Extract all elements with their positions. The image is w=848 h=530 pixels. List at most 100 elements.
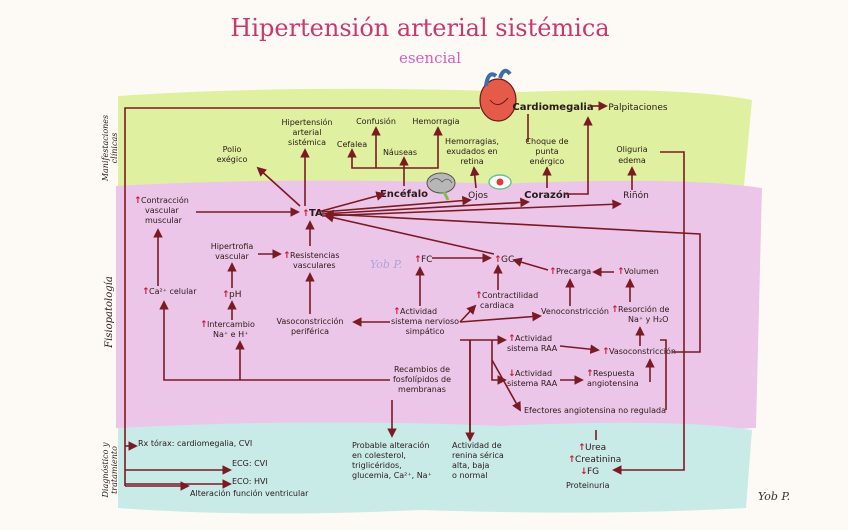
svg-text:↑: ↑ xyxy=(602,347,610,357)
svg-text:Actividad: Actividad xyxy=(400,307,437,316)
svg-text:↑: ↑ xyxy=(578,443,586,453)
eye-icon xyxy=(488,174,512,190)
node-hipertrofia: Hipertrofia vascular xyxy=(211,242,254,261)
node-ph: ↑ pH xyxy=(222,290,241,300)
node-vasoconstriccion: ↑ Vasoconstricción xyxy=(602,346,676,357)
node-respuesta: ↑ Respuesta angiotensina xyxy=(586,369,639,388)
node-efectores: Efectores angiotensina no regulada xyxy=(524,406,666,415)
node-polio: Polio exégico xyxy=(217,145,248,164)
svg-text:↓: ↓ xyxy=(508,369,516,379)
svg-text:↑: ↑ xyxy=(586,369,594,379)
svg-text:↑: ↑ xyxy=(508,334,516,344)
svg-text:↑: ↑ xyxy=(414,255,422,265)
node-ecg: ECG: CVI xyxy=(232,459,268,468)
svg-text:Hipertensión: Hipertensión xyxy=(281,117,332,127)
svg-text:↑: ↑ xyxy=(134,196,142,206)
svg-text:punta: punta xyxy=(535,147,558,156)
node-alteracion: Alteración función ventricular xyxy=(190,488,309,498)
svg-text:sistema nervioso: sistema nervioso xyxy=(391,317,459,326)
svg-text:Precarga: Precarga xyxy=(556,267,591,276)
node-fc: ↑ FC xyxy=(414,255,432,265)
svg-text:Intercambio: Intercambio xyxy=(207,320,255,329)
svg-text:fosfolípidos de: fosfolípidos de xyxy=(393,375,451,384)
svg-text:Contracción: Contracción xyxy=(141,195,189,205)
svg-text:↑: ↑ xyxy=(617,267,625,277)
svg-text:exégico: exégico xyxy=(217,154,248,164)
svg-text:glucemia, Ca²⁺, Na⁺: glucemia, Ca²⁺, Na⁺ xyxy=(352,471,432,480)
svg-text:Respuesta: Respuesta xyxy=(593,369,635,378)
svg-text:simpático: simpático xyxy=(406,327,445,336)
node-precarga: ↑ Precarga xyxy=(549,267,591,277)
node-rinon: Riñón xyxy=(623,190,649,201)
svg-text:pH: pH xyxy=(229,290,241,300)
svg-text:vasculares: vasculares xyxy=(293,261,336,270)
svg-text:↑: ↑ xyxy=(393,307,401,317)
node-ta: ↑ TA xyxy=(302,208,323,219)
svg-text:sistémica: sistémica xyxy=(288,137,326,147)
svg-text:sistema RAA: sistema RAA xyxy=(507,379,558,388)
svg-text:Volumen: Volumen xyxy=(624,267,659,276)
svg-text:Urea: Urea xyxy=(585,443,606,453)
node-rx: Rx tórax: cardiomegalia, CVI xyxy=(138,438,252,448)
svg-text:sistema RAA: sistema RAA xyxy=(507,344,558,353)
svg-text:o normal: o normal xyxy=(452,471,487,480)
svg-text:Na⁺ y H₂O: Na⁺ y H₂O xyxy=(628,315,668,324)
band-fisiopatologia xyxy=(116,180,762,434)
node-hemorragia: Hemorragia xyxy=(412,117,459,126)
svg-text:Resorción de: Resorción de xyxy=(618,304,670,314)
node-recambio: Recambios de fosfolípidos de membranas xyxy=(393,365,451,394)
node-corazon: Corazón xyxy=(524,189,570,201)
svg-text:Recambios de: Recambios de xyxy=(394,365,450,374)
node-hta-sistemica: Hipertensión arterial sistémica xyxy=(281,117,332,147)
svg-text:Na⁺ e H⁺: Na⁺ e H⁺ xyxy=(213,330,248,339)
svg-text:exudados en: exudados en xyxy=(446,147,497,156)
svg-text:cardiaca: cardiaca xyxy=(480,301,514,310)
node-hemorragias-retina: Hemorragias, exudados en retina xyxy=(445,137,499,166)
band-diagnostico xyxy=(118,422,752,514)
node-actividad-snc: ↑ Actividad sistema nervioso simpático xyxy=(391,307,459,336)
svg-text:retina: retina xyxy=(460,157,483,166)
svg-text:periférica: periférica xyxy=(291,326,329,336)
connectors xyxy=(124,101,701,491)
svg-text:Ca²⁺ celular: Ca²⁺ celular xyxy=(149,287,197,296)
svg-text:Contractilidad: Contractilidad xyxy=(482,291,538,300)
svg-text:Choque de: Choque de xyxy=(525,137,568,146)
side-label-diagnostico: Diagnóstico y tratamiento xyxy=(101,442,119,499)
svg-text:FC: FC xyxy=(421,255,432,265)
brain-icon xyxy=(426,172,456,201)
node-palpitaciones: Palpitaciones xyxy=(608,103,667,113)
svg-text:↑: ↑ xyxy=(283,251,291,261)
side-label-manifestaciones: Manifestaciones clínicas xyxy=(101,115,119,182)
node-encefalo: Encéfalo xyxy=(380,188,428,200)
node-fg: ↓ FG xyxy=(580,467,599,477)
page-title: Hipertensión arterial sistémica xyxy=(230,14,609,42)
node-nauseas: Náuseas xyxy=(383,148,417,157)
side-label-fisiopatologia: Fisiopatología xyxy=(104,276,115,349)
svg-text:Creatinina: Creatinina xyxy=(575,455,621,465)
svg-text:Probable alteración: Probable alteración xyxy=(352,440,429,450)
svg-text:Polio: Polio xyxy=(223,145,242,154)
svg-text:membranas: membranas xyxy=(398,385,446,394)
svg-text:↑: ↑ xyxy=(142,287,150,297)
node-ca: ↑ Ca²⁺ celular xyxy=(142,287,197,297)
svg-text:tratamiento: tratamiento xyxy=(110,446,119,494)
node-eco: ECO: HVI xyxy=(232,477,268,486)
svg-text:Hemorragias,: Hemorragias, xyxy=(445,137,499,146)
svg-text:Actividad: Actividad xyxy=(515,369,552,378)
svg-text:triglicéridos,: triglicéridos, xyxy=(352,460,402,470)
node-gc: ↑ GC xyxy=(494,255,514,265)
svg-text:renina sérica: renina sérica xyxy=(452,450,504,460)
node-choque: Choque de punta enérgico xyxy=(525,137,568,166)
node-creatinina: ↑ Creatinina xyxy=(568,455,621,465)
svg-text:Diagnóstico y: Diagnóstico y xyxy=(101,442,110,499)
node-cardiomegalia: Cardiomegalia xyxy=(512,102,593,113)
svg-text:↑: ↑ xyxy=(222,290,230,300)
svg-text:vascular: vascular xyxy=(215,252,249,261)
svg-text:Resistencias: Resistencias xyxy=(290,251,340,260)
svg-text:↑: ↑ xyxy=(302,209,310,219)
svg-text:arterial: arterial xyxy=(293,128,322,137)
node-urea: ↑ Urea xyxy=(578,443,606,453)
svg-text:Vasoconstricción: Vasoconstricción xyxy=(609,346,676,356)
